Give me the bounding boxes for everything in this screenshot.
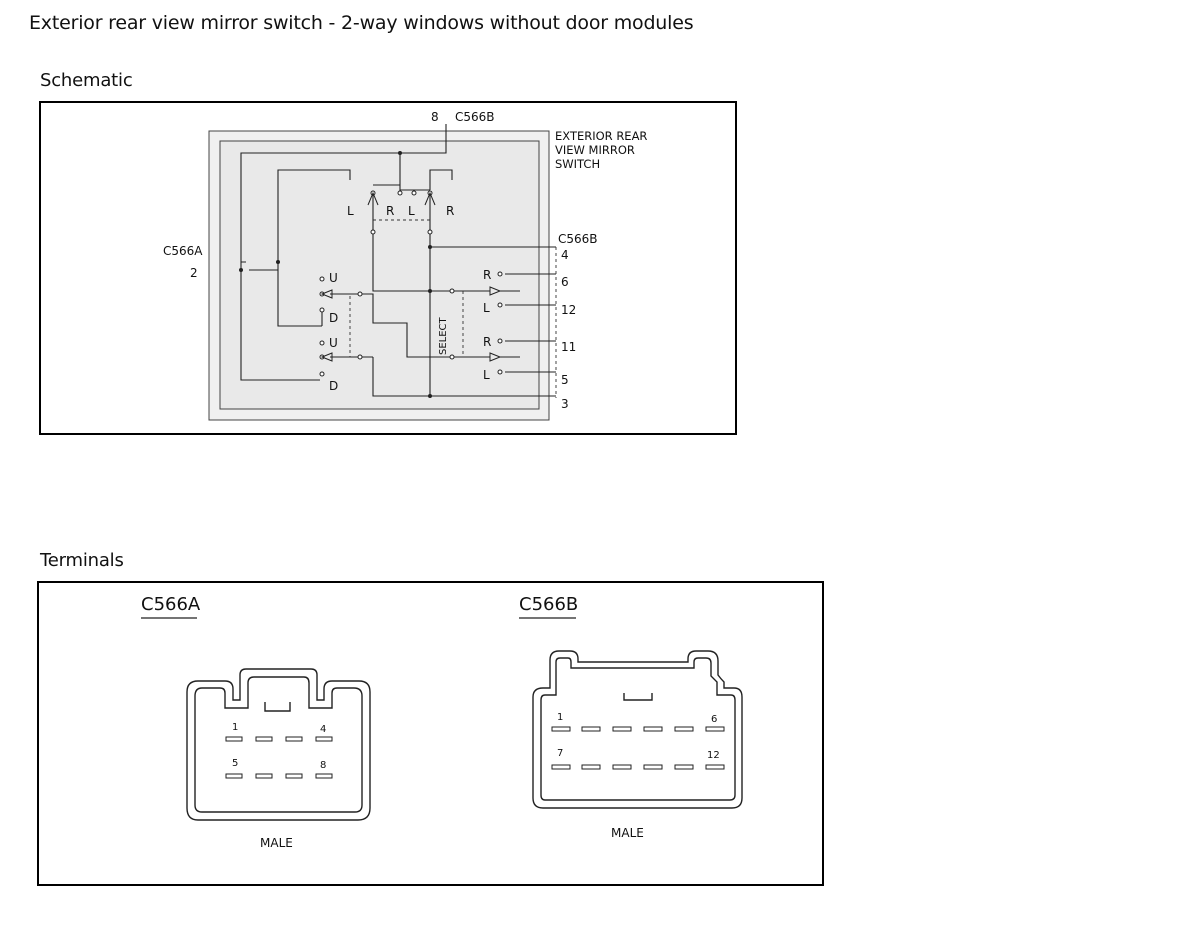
output-label-l2: L <box>483 368 490 382</box>
terminals-panel: C566A C566B 1 4 5 8 MALE 1 6 7 <box>37 581 824 886</box>
switch-name-line-2: VIEW MIRROR <box>555 143 635 157</box>
top-connector-label: C566B <box>455 110 495 124</box>
schematic-wiring <box>240 124 556 397</box>
junction-dots <box>239 151 432 398</box>
selector-label-l2: L <box>408 204 415 218</box>
switch-contacts <box>319 190 503 377</box>
left-connector-label: C566A <box>163 244 203 258</box>
schematic-frame <box>39 101 737 435</box>
c566b-pin-6: 6 <box>711 714 717 725</box>
c566b-pin-1: 1 <box>557 712 563 723</box>
c566a-title: C566A <box>141 594 201 615</box>
c566a-pin-4: 4 <box>320 724 326 735</box>
c566a-pin-1: 1 <box>232 722 238 733</box>
output-label-r1: R <box>483 268 491 282</box>
c566b-pin-12: 12 <box>707 750 720 761</box>
right-pin-11: 11 <box>561 340 576 354</box>
c566a-pin-8: 8 <box>320 760 326 771</box>
right-pin-4: 4 <box>561 248 569 262</box>
switch-name-line-3: SWITCH <box>555 157 600 171</box>
c566a-connector <box>186 668 371 821</box>
switch-body-inner <box>219 140 540 410</box>
selector-label-r2: R <box>446 204 454 218</box>
right-pin-12: 12 <box>561 303 576 317</box>
schematic-section-title: Schematic <box>40 70 133 91</box>
schematic-panel: 8 C566B EXTERIOR REAR VIEW MIRROR SWITCH… <box>39 101 737 435</box>
right-connector-label: C566B <box>558 232 598 246</box>
selector-label-r1: R <box>386 204 394 218</box>
c566a-gender: MALE <box>260 836 293 850</box>
right-pin-5: 5 <box>561 373 569 387</box>
right-pin-6: 6 <box>561 275 569 289</box>
terminals-section-title: Terminals <box>40 550 124 571</box>
updown-label-u1: U <box>329 271 338 285</box>
updown-label-u2: U <box>329 336 338 350</box>
updown-label-d1: D <box>329 311 338 325</box>
c566b-gender: MALE <box>611 826 644 840</box>
switch-name-line-1: EXTERIOR REAR <box>555 129 647 143</box>
switch-blades <box>320 191 502 362</box>
terminals-frame <box>37 581 824 886</box>
output-label-r2: R <box>483 335 491 349</box>
c566b-title: C566B <box>519 594 578 615</box>
selector-label-l1: L <box>347 204 354 218</box>
top-pin-label: 8 <box>431 110 439 124</box>
updown-label-d2: D <box>329 379 338 393</box>
c566b-connector <box>532 650 743 809</box>
c566b-pins <box>551 726 725 770</box>
c566a-pins <box>225 736 333 779</box>
c566a-pin-5: 5 <box>232 758 238 769</box>
mechanical-links <box>349 219 557 398</box>
right-pin-3: 3 <box>561 397 569 411</box>
output-label-l1: L <box>483 301 490 315</box>
left-pin-label: 2 <box>190 266 198 280</box>
select-label: SELECT <box>438 316 449 355</box>
page-title: Exterior rear view mirror switch - 2-way… <box>29 12 694 34</box>
c566b-pin-7: 7 <box>557 748 563 759</box>
